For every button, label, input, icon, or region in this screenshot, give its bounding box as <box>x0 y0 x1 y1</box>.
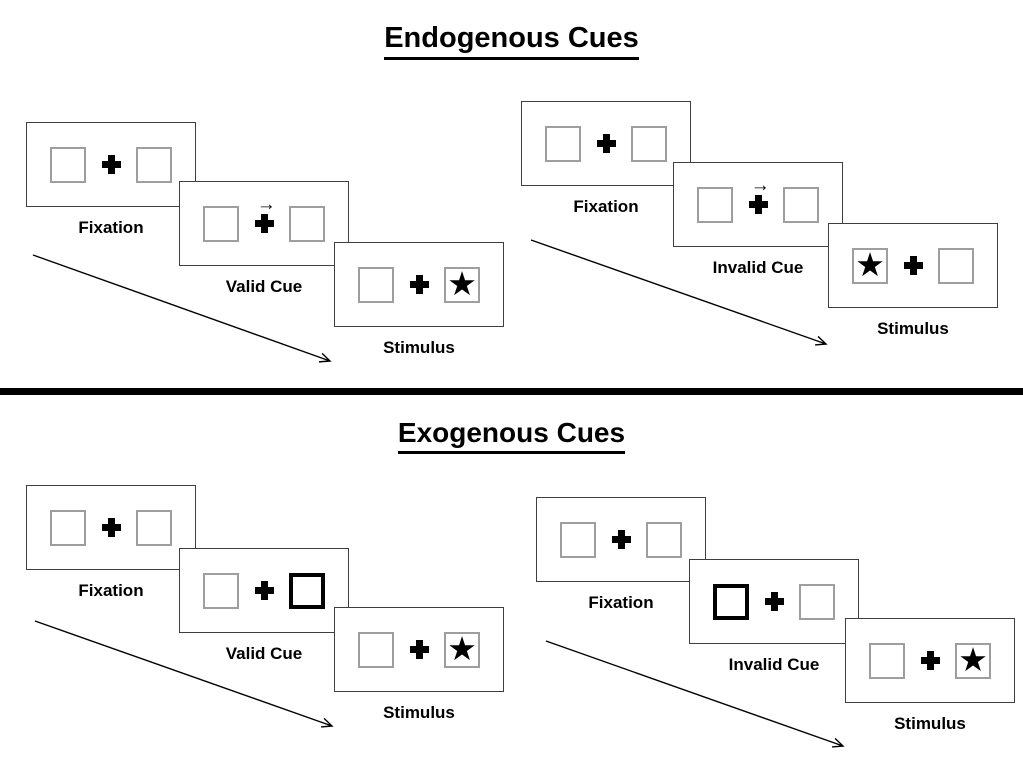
cue-arrow-icon: → <box>750 175 770 196</box>
left-placeholder-box <box>697 186 733 223</box>
panel-label: Stimulus <box>877 319 949 338</box>
right-placeholder-box <box>646 521 682 558</box>
fixation-cross-icon <box>596 134 616 153</box>
fixation-cross-icon <box>101 155 121 174</box>
panel-label: Valid Cue <box>225 277 303 296</box>
valid-cue-panel <box>179 548 349 633</box>
right-placeholder-box <box>136 146 172 183</box>
panel-label: Valid Cue <box>225 644 303 663</box>
panel-label: Stimulus <box>894 714 966 733</box>
stimulus-panel: ★ <box>334 242 504 327</box>
fixation-cross-icon <box>920 651 940 670</box>
endogenous-section-title: Endogenous Cues <box>0 22 1023 60</box>
panel-label: Invalid Cue <box>728 655 820 674</box>
fixation-panel <box>521 101 691 186</box>
star-icon: ★ <box>447 629 477 667</box>
right-target-box: ★ <box>444 264 480 303</box>
fixation-panel <box>26 122 196 207</box>
right-placeholder-box <box>799 583 835 620</box>
fixation-panel <box>26 485 196 570</box>
left-placeholder-box <box>869 642 905 679</box>
left-placeholder-box <box>358 631 394 668</box>
right-cue-box <box>289 572 325 609</box>
fixation-cross-icon <box>254 581 274 600</box>
invalid-cue-panel <box>689 559 859 644</box>
right-placeholder-box <box>289 205 325 242</box>
stimulus-panel: ★ <box>828 223 998 308</box>
left-placeholder-box <box>50 146 86 183</box>
panel-label: Fixation <box>78 581 144 600</box>
left-placeholder-box <box>50 509 86 546</box>
valid-cue-panel: → <box>179 181 349 266</box>
left-placeholder-box <box>203 572 239 609</box>
stimulus-panel: ★ <box>845 618 1015 703</box>
timeline-arrow-endogenous-valid <box>32 254 332 363</box>
stimulus-panel: ★ <box>334 607 504 692</box>
panel-label: Fixation <box>588 593 654 612</box>
right-target-box: ★ <box>955 640 991 679</box>
exogenous-section-title: Exogenous Cues <box>0 417 1023 454</box>
panel-label: Invalid Cue <box>712 258 804 277</box>
left-placeholder-box <box>545 125 581 162</box>
right-placeholder-box <box>938 247 974 284</box>
fixation-cross-icon <box>611 530 631 549</box>
star-icon: ★ <box>447 264 477 302</box>
left-placeholder-box <box>358 266 394 303</box>
fixation-cross-icon: → <box>748 176 770 214</box>
right-target-box: ★ <box>444 629 480 668</box>
right-placeholder-box <box>631 125 667 162</box>
fixation-cross-icon <box>409 275 429 294</box>
panel-label: Fixation <box>78 218 144 237</box>
panel-label: Stimulus <box>383 338 455 357</box>
fixation-cross-icon <box>101 518 121 537</box>
left-target-box: ★ <box>852 245 888 284</box>
star-icon: ★ <box>958 640 988 678</box>
fixation-cross-icon: → <box>254 195 276 233</box>
fixation-panel <box>536 497 706 582</box>
right-placeholder-box <box>783 186 819 223</box>
left-placeholder-box <box>203 205 239 242</box>
right-placeholder-box <box>136 509 172 546</box>
invalid-cue-panel: → <box>673 162 843 247</box>
panel-label: Stimulus <box>383 703 455 722</box>
left-placeholder-box <box>560 521 596 558</box>
timeline-arrow-exogenous-valid <box>34 620 334 728</box>
cue-arrow-icon: → <box>256 194 276 215</box>
left-cue-box <box>713 583 749 620</box>
panel-label: Fixation <box>573 197 639 216</box>
section-divider <box>0 388 1023 395</box>
fixation-cross-icon <box>409 640 429 659</box>
star-icon: ★ <box>855 245 885 283</box>
fixation-cross-icon <box>764 592 784 611</box>
timeline-arrow-endogenous-invalid <box>530 239 828 346</box>
fixation-cross-icon <box>903 256 923 275</box>
